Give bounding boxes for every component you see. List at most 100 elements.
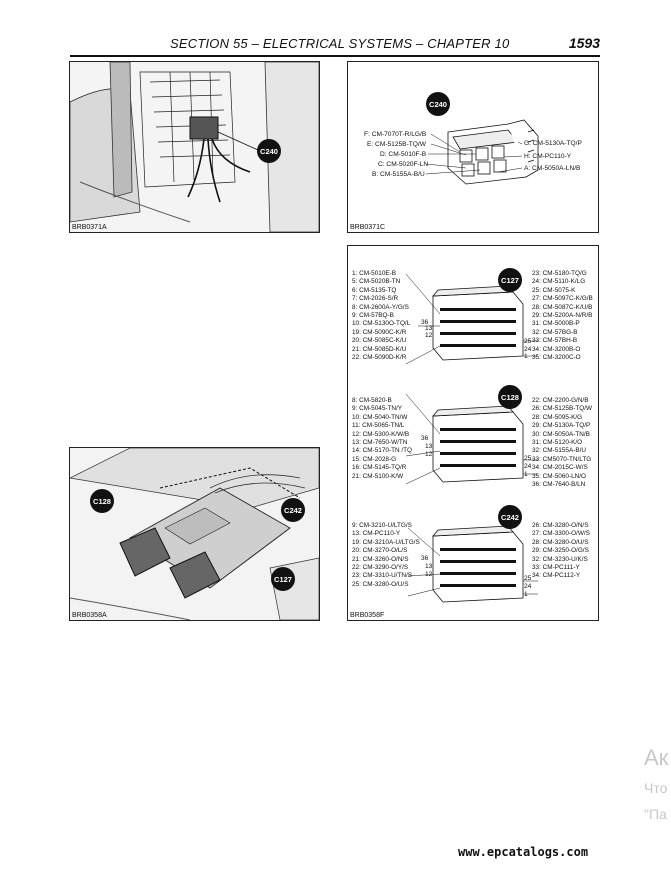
c128-right-pin: 29: CM-5130A-TQ/P [532,422,591,430]
c242-right-pin: 34: CM-PC112-Y [532,572,581,580]
c128-pin-marker: 36 [421,435,429,442]
badge-c128-pinout: C128 [498,385,522,409]
c127-right-pin: 23: CM-5180-TQ/G [532,270,587,277]
c128-right-pin: 30: CM-5050A-TN/B [532,430,590,438]
pinout-connectors-drawing [405,273,538,603]
c127-left-pin: 7: CM-2026-S/R [352,295,399,303]
c242-left-pin: 25: CM-3280-O/U/S [352,580,409,588]
badge-c127-pinout: C127 [498,268,522,292]
c128-right-list: 22: CM-2200-G/N/B 26: CM-5125B-TQ/W 28: … [532,397,592,489]
c128-right-pin: 31: CM-5120-K/O [532,439,583,447]
c127-pin-marker: 36 [421,319,429,326]
c127-left-pin: 5: CM-5020B-TN [352,278,401,286]
c128-pin-marker: 24 [524,463,532,470]
c240-label-a: A: CM-5050A-LN/B [524,165,581,172]
c128-pin-marker: 12 [425,451,433,458]
c127-right-pin: 29: CM-5200A-N/R/B [532,312,593,320]
c242-left-pin: 13: CM-PC110-Y [352,530,401,538]
c128-right-pin: 35: CM-5060-LN/O [532,472,586,480]
c242-left-pin: 19: CM-3210A-U/LTG/S [352,538,420,546]
section-title: SECTION 55 – ELECTRICAL SYSTEMS – CHAPTE… [170,36,510,51]
c128-left-list: 8: CM-5820-B 9: CM-5045-TN/Y 10: CM-5040… [352,397,412,481]
c127-left-pin: 22: CM-5090D-K/R [352,354,407,362]
c240-label-c: C: CM-5020F-LN [378,161,429,168]
figure-connector-pinouts: C127 1: CM-5010E-B 5: CM-5020B-TN 6: CM-… [347,245,599,621]
c242-pin-marker: 36 [421,555,429,562]
figure-code: BRB0358F [350,612,385,619]
c242-left-pin: 20: CM-3270-O/L/S [352,547,408,555]
c128-right-pin: 28: CM-5095-K/G [532,413,583,421]
badge-c240: C240 [257,139,281,163]
c242-right-pin: 28: CM-3280-O/U/S [532,538,589,546]
c128-left-pin: 11: CM-5065-TN/L [352,422,405,430]
c240-label-e: E: CM-5125B-TQ/W [367,141,426,148]
c128-left-pin: 13: CM-7650-W/TN [352,439,408,447]
c128-right-pin: 33: CM5070-TN/LTG [532,455,592,463]
badge-c240-connector: C240 [426,92,450,116]
photo-c240-illustration [70,62,319,232]
connector-c240-drawing [425,119,539,185]
c128-pin-marker: 13 [425,443,433,450]
c240-label-f: F: CM-7070T-R/LG/B [364,131,427,138]
c127-right-pin: 35: CM-3200C-O [532,354,581,362]
c127-left-pin: 9: CM-57BQ-B [352,312,394,320]
c128-right-pin: 34: CM-2015C-W/S [532,464,588,472]
c127-right-pin: 32: CM-57BG-B [532,328,578,336]
c127-left-pin: 20: CM-5085C-K/U [352,337,407,345]
c242-left-pin: 9: CM-3210-U/LTG/S [352,522,412,529]
page-header: SECTION 55 – ELECTRICAL SYSTEMS – CHAPTE… [70,35,600,56]
c127-left-list: 1: CM-5010E-B 5: CM-5020B-TN 6: CM-5135-… [352,270,410,362]
c128-left-pin: 21: CM-5100-K/W [352,472,404,480]
c127-right-pin: 28: CM-5087C-K/U/B [532,303,593,311]
c128-left-pin: 9: CM-5045-TN/Y [352,405,403,413]
c128-pin-marker: 1 [524,471,528,478]
c127-pin-marker: 25 [524,338,532,345]
badge-c127: C127 [271,567,295,591]
c242-left-pin: 23: CM-3310-U/TN/S [352,572,413,580]
c127-left-pin: 21: CM-5085D-K/U [352,345,407,353]
badge-c128: C128 [90,489,114,513]
c242-right-pin: 29: CM-3250-O/G/S [532,547,589,555]
c242-right-pin: 26: CM-3280-O/N/S [532,522,589,529]
c242-pin-marker: 13 [425,563,433,570]
header-rule [70,55,600,57]
c128-right-pin: 36: CM-7640-B/LN [532,481,586,489]
watermark-line: Что [644,780,668,796]
c242-right-pin: 33: CM-PC111-Y [532,564,580,572]
c242-right-list: 26: CM-3280-O/N/S 27: CM-3300-O/W/S 28: … [532,522,590,581]
c127-right-pin: 31: CM-5000B-P [532,320,580,328]
c242-left-pin: 21: CM-3260-O/N/S [352,555,409,563]
c127-left-pin: 1: CM-5010E-B [352,270,397,277]
c242-pin-marker: 12 [425,571,433,578]
c127-right-pin: 25: CM-5075-K [532,286,576,294]
c128-right-pin: 22: CM-2200-G/N/B [532,397,589,404]
c242-pin-marker: 1 [524,591,528,598]
c242-right-pin: 27: CM-3300-O/W/S [532,530,590,538]
c127-left-pin: 6: CM-5135-TQ [352,286,397,294]
c127-right-pin: 27: CM-5097C-K/G/B [532,295,593,303]
badge-c242-pinout: C242 [498,505,522,529]
c128-left-pin: 16: CM-5145-TQ/R [352,464,407,472]
c127-right-pin: 34: CM-3200B-O [532,345,581,353]
c127-pin-marker: 12 [425,332,433,339]
c127-left-pin: 8: CM-2600A-Y/G/S [352,303,409,311]
c127-right-pin: 33: CM-57BH-B [532,337,578,345]
figure-photo-c240: C240 BRB0371A [69,61,320,233]
c242-right-pin: 32: CM-3230-U/K/S [532,555,588,563]
c242-left-pin: 22: CM-3290-O/Y/S [352,564,409,572]
photo-ecu-illustration [70,448,319,620]
c127-pin-marker: 13 [425,325,433,332]
c128-left-pin: 12: CM-5300-K/W/B [352,430,410,438]
figure-code: BRB0371C [350,224,386,231]
footer-url: www.epcatalogs.com [458,845,589,859]
c127-right-pin: 24: CM-5110-K/LG [532,278,586,286]
c128-left-pin: 14: CM-5170-TN /TQ [352,447,413,455]
c127-left-pin: 10: CM-5130O-TQ/L [352,320,411,328]
c242-pin-marker: 25 [524,575,532,582]
page-number: 1593 [568,35,600,51]
c127-left-pin: 19: CM-5090C-K/R [352,328,407,336]
c240-label-h: H: CM-PC110-Y [524,153,572,160]
c242-pin-marker: 24 [524,583,532,590]
badge-c242: C242 [281,498,305,522]
figure-code: BRB0358A [72,612,107,619]
